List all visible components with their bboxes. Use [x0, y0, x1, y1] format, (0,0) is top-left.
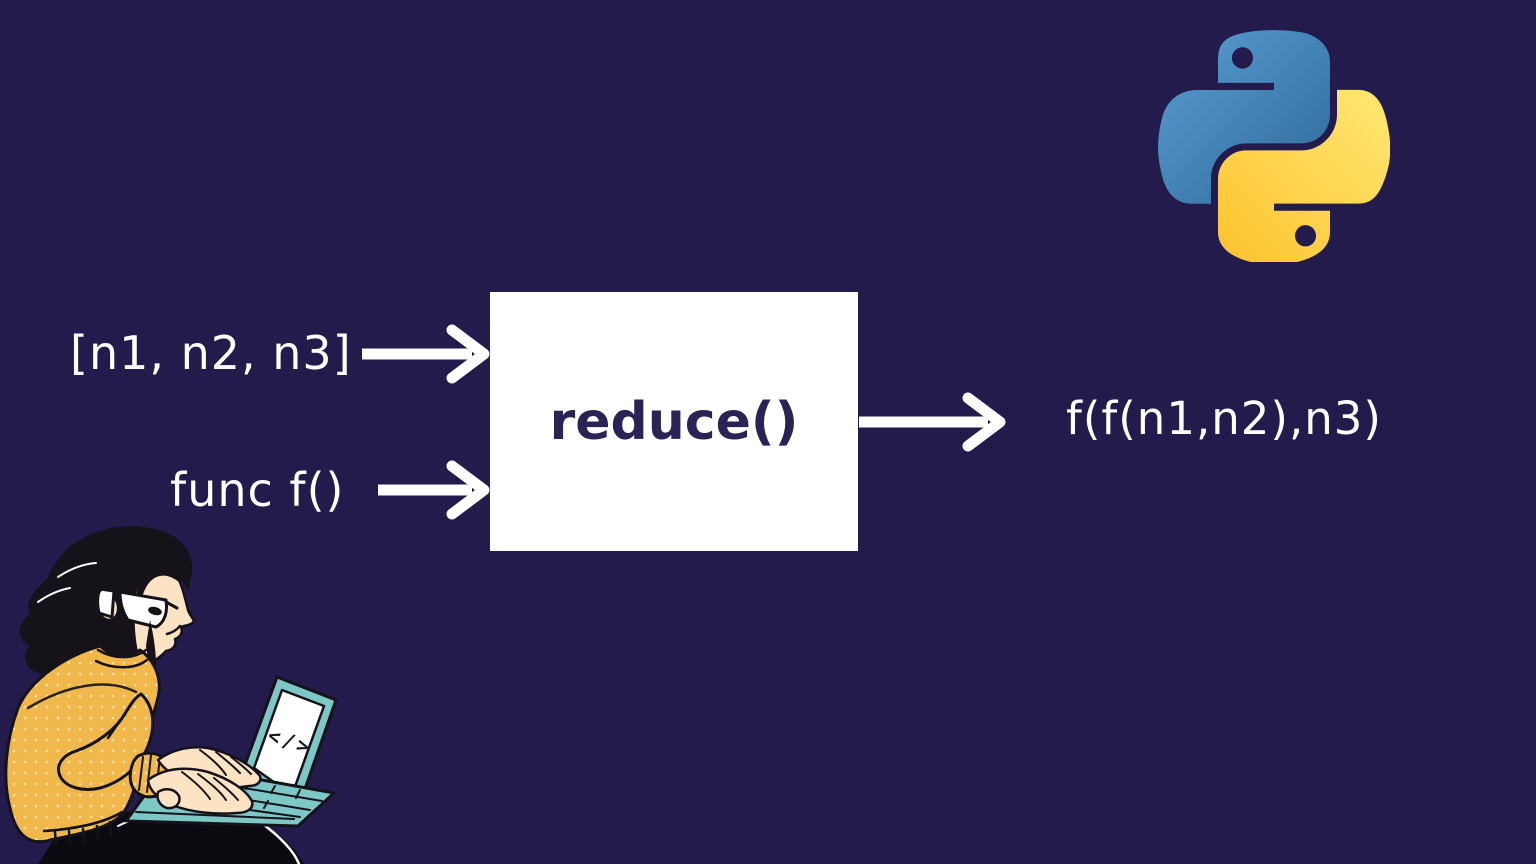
laptop-screen: </>: [240, 675, 338, 811]
woman-coding-illustration: </>: [4, 526, 338, 864]
arrow-output: [859, 392, 1006, 452]
python-logo-icon: [1158, 30, 1390, 262]
sweater: [4, 644, 161, 844]
hands: [146, 746, 262, 815]
arrow-input-func: [378, 460, 490, 520]
glasses: [88, 583, 179, 629]
output-label: f(f(n1,n2),n3): [1066, 392, 1382, 445]
reduce-function-box: reduce(): [490, 292, 858, 551]
arrow-input-list: [362, 324, 490, 384]
reduce-function-label: reduce(): [549, 391, 799, 452]
input-list-label: [n1, n2, n3]: [70, 326, 352, 380]
input-func-label: func f(): [170, 463, 345, 517]
